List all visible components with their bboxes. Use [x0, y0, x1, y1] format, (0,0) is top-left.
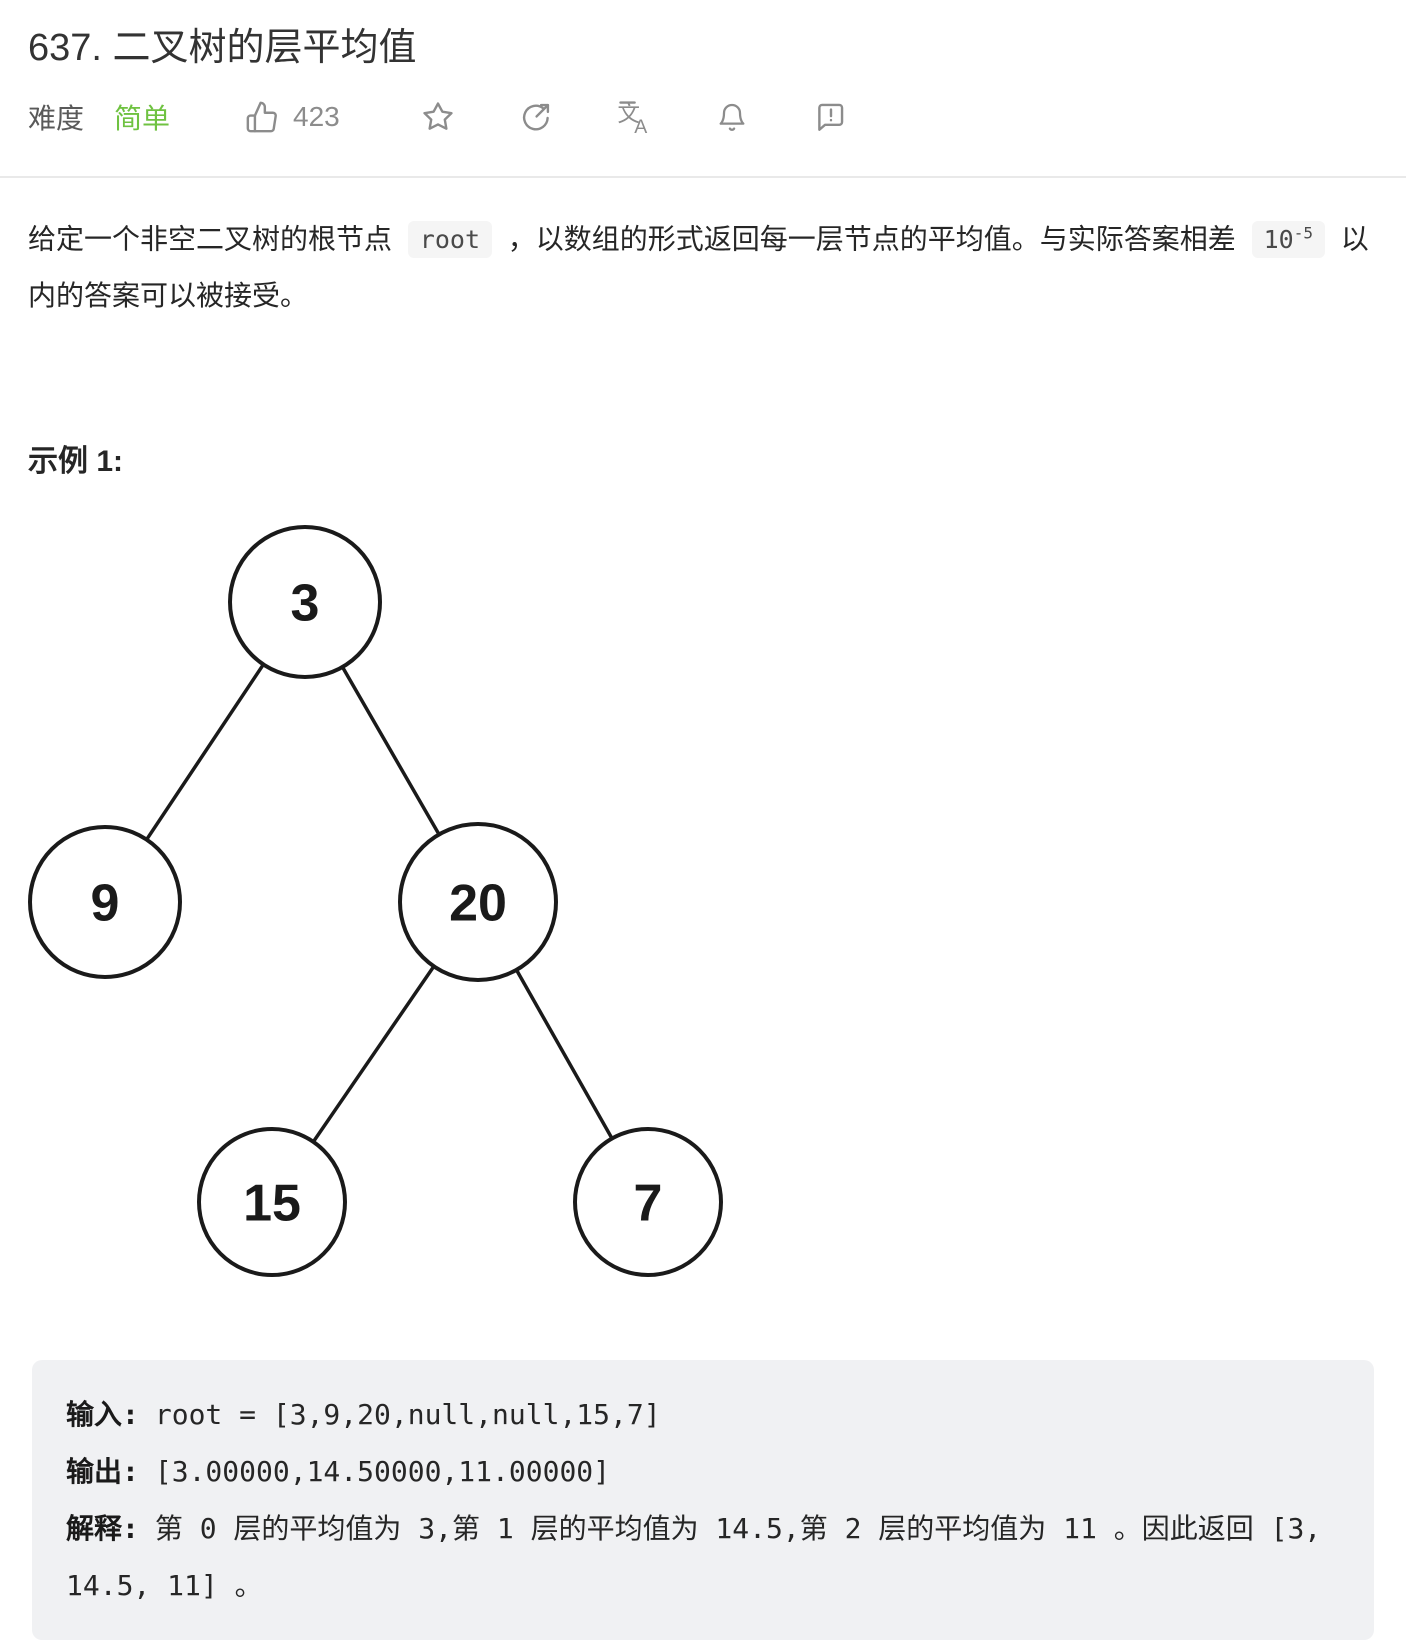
tree-node — [197, 1127, 347, 1278]
inline-code-root: root — [407, 221, 493, 259]
binary-tree-diagram: 3 9 20 15 7 — [20, 512, 760, 1302]
favorite-button[interactable] — [420, 99, 456, 135]
example-explain-line: 解释:第 0 层的平均值为 3,第 1 层的平均值为 14.5,第 2 层的平均… — [66, 1500, 1340, 1614]
description-text: 以内的答案可以被接受。 — [28, 223, 1369, 312]
tree-node — [398, 822, 558, 983]
translate-button[interactable]: 文 A — [616, 99, 652, 135]
like-button[interactable]: 423 — [245, 100, 340, 134]
subscribe-button[interactable] — [714, 99, 750, 135]
problem-description: 给定一个非空二叉树的根节点 root ，以数组的形式返回每一层节点的平均值。与实… — [28, 206, 1378, 324]
share-button[interactable] — [518, 99, 554, 135]
explain-label: 解释: — [66, 1512, 139, 1546]
example-output-line: 输出: [3.00000,14.50000,11.00000] — [66, 1443, 1340, 1500]
bell-icon — [716, 101, 748, 133]
svg-text:A: A — [634, 116, 647, 135]
output-label: 输出: — [66, 1455, 139, 1489]
input-label: 输入: — [66, 1398, 139, 1432]
difficulty-label: 难度 — [28, 103, 85, 134]
example-1-block: 输入: root = [3,9,20,null,null,15,7] 输出: [3.… — [32, 1360, 1374, 1640]
tree-node — [573, 1127, 723, 1278]
star-icon — [421, 100, 455, 134]
tree-node — [28, 825, 182, 980]
example-1-label: 示例 1: — [28, 445, 124, 479]
like-count: 423 — [293, 101, 340, 132]
meta-row: 难度 简单 423 — [28, 96, 1378, 138]
inline-code-tolerance: 10-5 — [1251, 221, 1325, 259]
svg-text:文: 文 — [617, 102, 640, 127]
translate-icon: 文 A — [616, 99, 652, 135]
difficulty-badge[interactable]: 简单 — [114, 103, 171, 134]
share-icon — [519, 100, 553, 134]
tree-node-value: 20 — [449, 875, 507, 933]
feedback-icon — [813, 100, 847, 134]
divider — [0, 176, 1406, 178]
tree-node-value: 3 — [291, 575, 320, 633]
input-value: root = [3,9,20,null,null,15,7] — [154, 1398, 661, 1432]
output-value: [3.00000,14.50000,11.00000] — [154, 1455, 611, 1489]
example-input-line: 输入: root = [3,9,20,null,null,15,7] — [66, 1386, 1340, 1443]
tree-node-value: 7 — [634, 1175, 663, 1233]
description-text: ，以数组的形式返回每一层节点的平均值。与实际答案相差 — [507, 223, 1236, 255]
page-title: 637. 二叉树的层平均值 — [28, 27, 417, 69]
tree-node-value: 9 — [91, 875, 120, 933]
description-text: 给定一个非空二叉树的根节点 — [28, 223, 393, 255]
thumbs-up-icon — [245, 100, 279, 134]
explain-value: 第 0 层的平均值为 3,第 1 层的平均值为 14.5,第 2 层的平均值为 … — [66, 1512, 1322, 1603]
feedback-button[interactable] — [812, 99, 848, 135]
tree-node — [228, 525, 382, 680]
exponent: -5 — [1293, 224, 1313, 243]
tree-node-value: 15 — [243, 1175, 301, 1233]
